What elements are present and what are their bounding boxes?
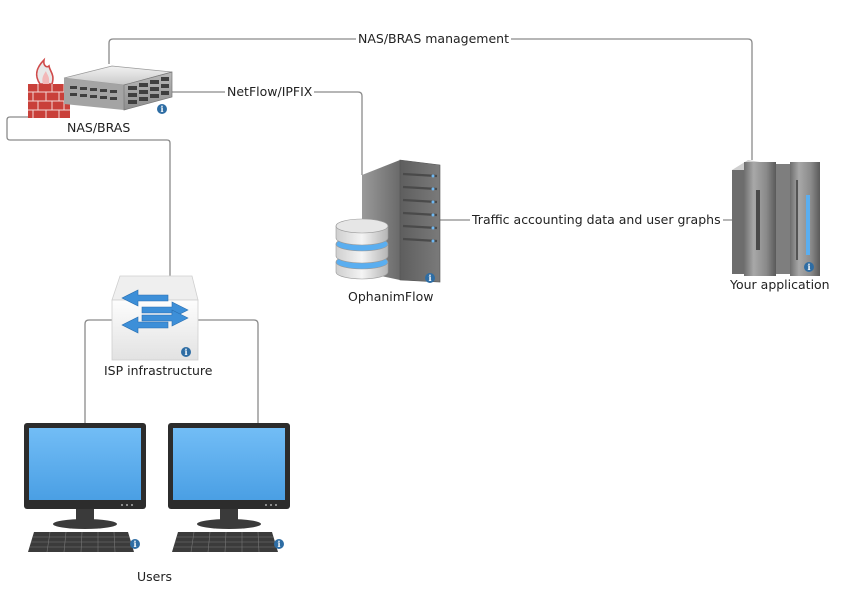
node-label-ophanim: OphanimFlow (348, 289, 434, 304)
desktop-computer-icon (24, 423, 146, 553)
edge-isp-user1-line (84, 319, 112, 425)
isp-node[interactable]: i (111, 275, 199, 361)
users-node[interactable]: i i (24, 423, 290, 553)
svg-text:i: i (277, 539, 280, 549)
info-icon[interactable]: i (804, 262, 814, 272)
edge-netflow-line (170, 91, 363, 175)
edge-label-traffic: Traffic accounting data and user graphs (470, 212, 723, 227)
svg-text:i: i (160, 104, 163, 114)
svg-text:i: i (807, 262, 810, 272)
database-icon (335, 218, 389, 280)
info-icon[interactable]: i (425, 273, 435, 283)
your-app-node[interactable]: i (732, 160, 820, 276)
edge-management-line (108, 38, 753, 160)
svg-text:i: i (184, 347, 187, 357)
flame-icon (35, 57, 54, 85)
node-label-isp: ISP infrastructure (104, 363, 213, 378)
nas-bras-node[interactable]: i (28, 57, 173, 118)
svg-text:i: i (428, 273, 431, 283)
edge-label-management: NAS/BRAS management (356, 31, 511, 46)
info-icon[interactable]: i (130, 539, 140, 549)
edge-label-netflow: NetFlow/IPFIX (225, 84, 315, 99)
edge-nas-isp-line (6, 116, 171, 276)
edge-isp-user2-line (196, 319, 259, 425)
desktop-computer-icon (168, 423, 290, 553)
ophanim-node[interactable]: i (335, 159, 441, 283)
info-icon[interactable]: i (274, 539, 284, 549)
node-label-nas-bras: NAS/BRAS (67, 120, 131, 135)
info-icon[interactable]: i (181, 347, 191, 357)
rack-server-icon (63, 65, 173, 111)
node-label-users: Users (137, 569, 173, 584)
svg-text:i: i (133, 539, 136, 549)
info-icon[interactable]: i (157, 104, 167, 114)
network-switch-icon (111, 275, 199, 361)
firewall-brick-icon (28, 84, 70, 118)
node-label-your-app: Your application (730, 277, 830, 292)
mainframe-server-icon (732, 160, 820, 276)
